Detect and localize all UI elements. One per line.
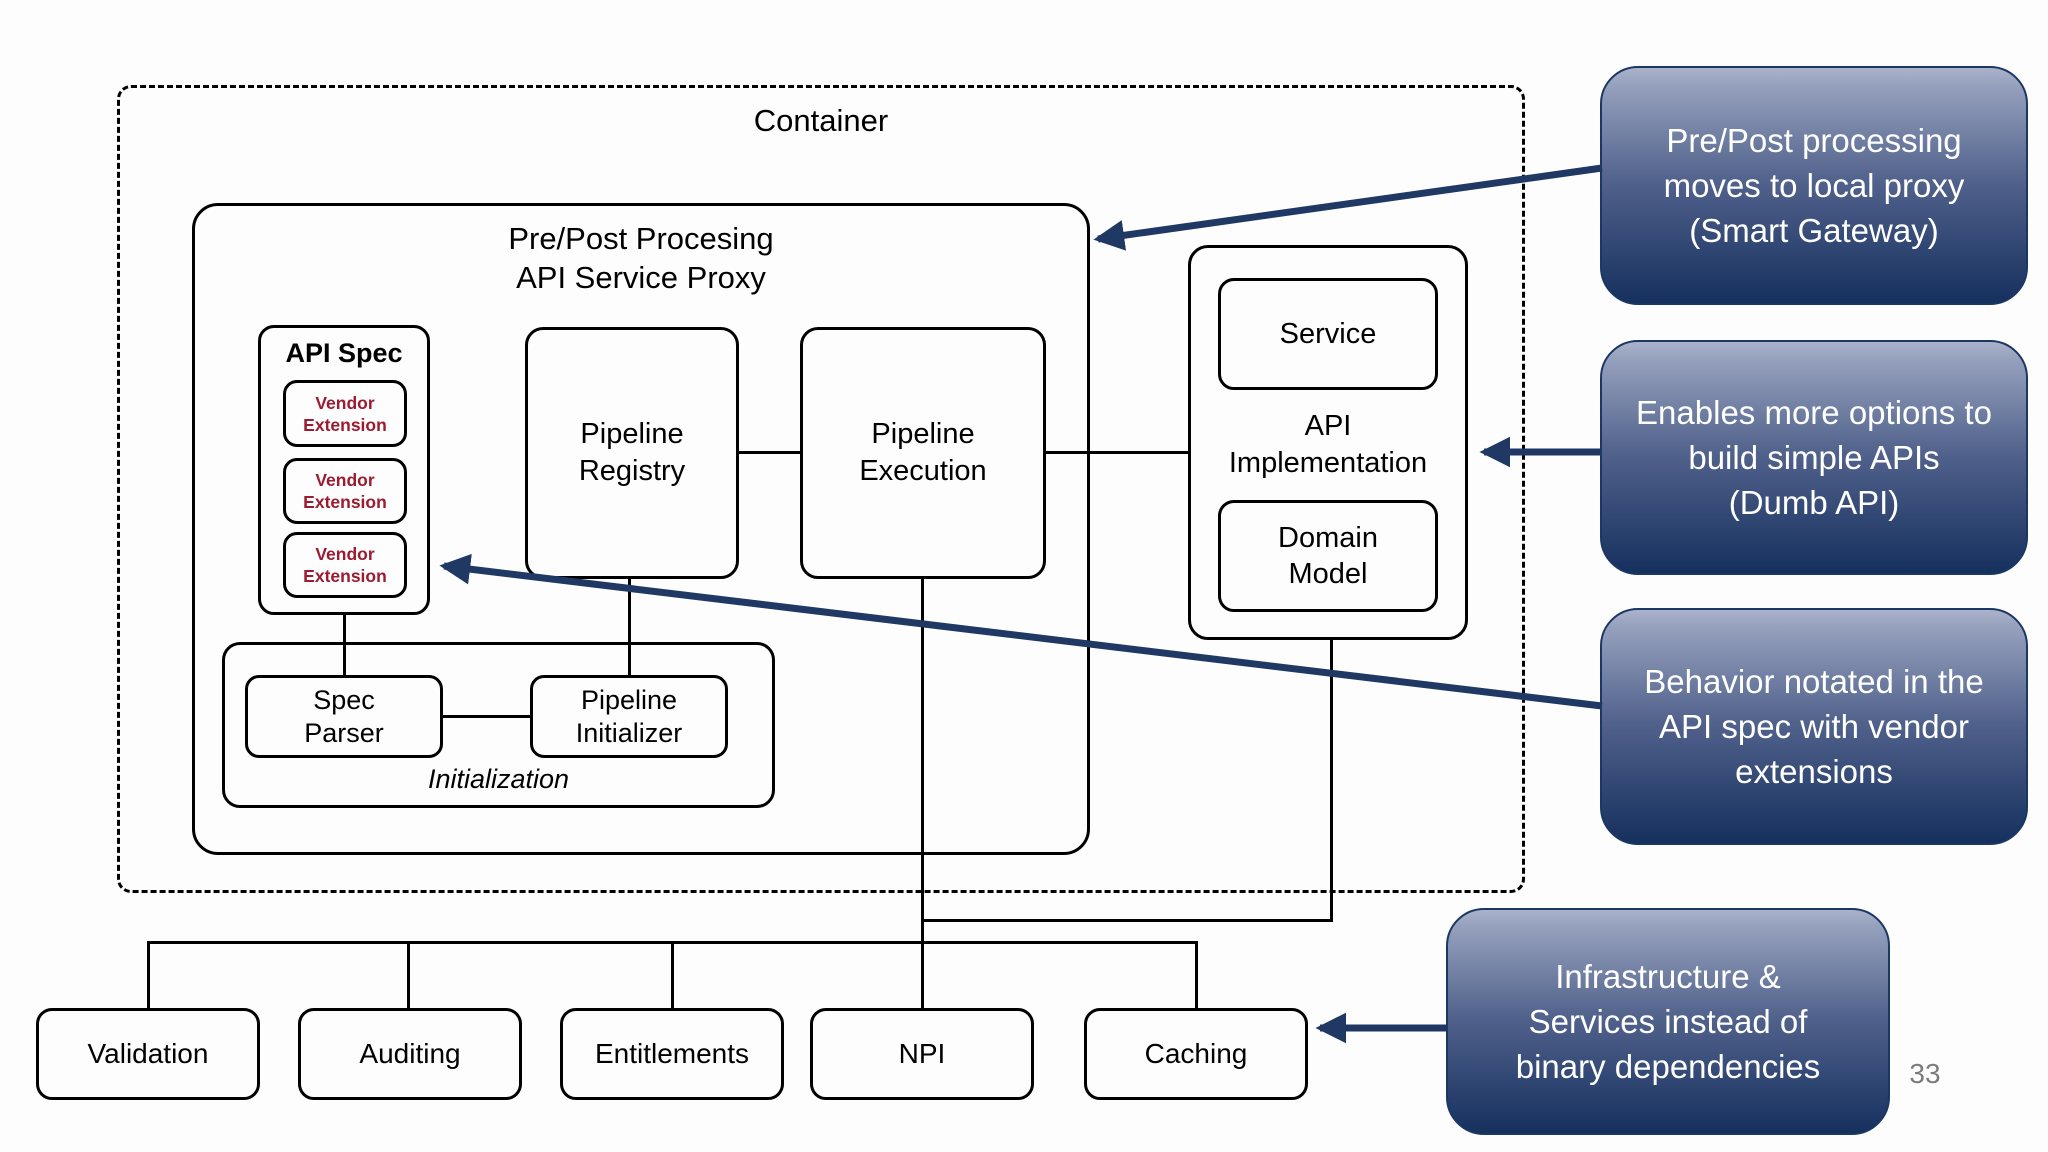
callout-smart-gateway-line1: Pre/Post processing — [1666, 122, 1962, 159]
spec-parser-line1: Spec — [313, 684, 375, 715]
stub-auditing — [407, 941, 410, 1008]
proxy-title-line1: Pre/Post Procesing — [508, 221, 774, 256]
infrastructure-box-caching: Caching — [1084, 1008, 1308, 1100]
infrastructure-box-validation: Validation — [36, 1008, 260, 1100]
container-label: Container — [753, 103, 889, 138]
infrastructure-box-auditing: Auditing — [298, 1008, 522, 1100]
connector-registry-initializer — [628, 579, 631, 675]
infrastructure-box-npi: NPI — [810, 1008, 1034, 1100]
pipeline-registry-line1: Pipeline — [580, 418, 684, 450]
pipeline-initializer-box: Pipeline Initializer — [530, 675, 728, 758]
vendor-extension-1-line1: Vendor — [315, 392, 375, 413]
spec-parser-line2: Parser — [304, 717, 384, 748]
stub-validation — [147, 941, 150, 1008]
callout-infrastructure-services-line3: binary dependencies — [1515, 1048, 1821, 1085]
vendor-extension-box-1: Vendor Extension — [283, 380, 407, 447]
pipeline-execution-box: Pipeline Execution — [800, 327, 1046, 579]
callout-infrastructure-services-line1: Infrastructure & — [1555, 958, 1781, 995]
pipeline-initializer-line2: Initializer — [575, 717, 683, 748]
connector-parser-initializer — [443, 715, 530, 718]
connector-implementation-down — [1330, 640, 1333, 921]
connector-apispec-parser — [343, 615, 346, 675]
callout-dumb-api: Enables more options to build simple API… — [1600, 340, 2028, 575]
domain-model-line1: Domain — [1278, 522, 1378, 554]
api-spec-title: API Spec — [285, 338, 403, 368]
proxy-title-line2: API Service Proxy — [516, 260, 766, 295]
vendor-extension-box-2: Vendor Extension — [283, 458, 407, 524]
initialization-label: Initialization — [427, 764, 570, 794]
infrastructure-box-entitlements: Entitlements — [560, 1008, 784, 1100]
callout-smart-gateway: Pre/Post processing moves to local proxy… — [1600, 66, 2028, 305]
page-number: 33 — [1909, 1058, 1941, 1089]
callout-infrastructure-services-line2: Services instead of — [1528, 1003, 1808, 1040]
callout-vendor-extensions-line1: Behavior notated in the — [1644, 663, 1984, 700]
pipeline-registry-line2: Registry — [578, 455, 686, 487]
domain-model-box: Domain Model — [1218, 500, 1438, 612]
vendor-extension-1-line2: Extension — [303, 414, 387, 435]
api-implementation-title-line1: API — [1304, 410, 1352, 442]
callout-vendor-extensions-line3: extensions — [1735, 753, 1893, 790]
vendor-extension-2-line2: Extension — [303, 492, 387, 512]
stub-caching — [1195, 941, 1198, 1008]
callout-smart-gateway-line3: (Smart Gateway) — [1689, 212, 1939, 249]
callout-smart-gateway-line2: moves to local proxy — [1663, 167, 1965, 204]
vendor-extension-3-line1: Vendor — [315, 544, 375, 564]
api-implementation-title: API Implementation — [1188, 408, 1468, 482]
spec-parser-box: Spec Parser — [245, 675, 443, 758]
vendor-extension-3-line2: Extension — [303, 566, 387, 586]
connector-implementation-horizontal — [921, 919, 1333, 922]
callout-vendor-extensions-line2: API spec with vendor — [1659, 708, 1969, 745]
proxy-title: Pre/Post Procesing API Service Proxy — [192, 219, 1090, 297]
vendor-extension-2-line1: Vendor — [315, 470, 375, 490]
vendor-extension-box-3: Vendor Extension — [283, 532, 407, 598]
container-boundary — [117, 85, 1525, 893]
pipeline-execution-line1: Pipeline — [871, 418, 975, 450]
stub-entitlements — [671, 941, 674, 1008]
callout-dumb-api-line3: (Dumb API) — [1728, 484, 1900, 521]
api-implementation-title-line2: Implementation — [1228, 447, 1428, 479]
connector-execution-npi — [921, 579, 924, 1008]
callout-vendor-extensions: Behavior notated in the API spec with ve… — [1600, 608, 2028, 845]
pipeline-registry-box: Pipeline Registry — [525, 327, 739, 579]
connector-registry-execution — [739, 451, 800, 454]
pipeline-execution-line2: Execution — [859, 455, 987, 487]
callout-dumb-api-line2: build simple APIs — [1688, 439, 1940, 476]
connector-execution-implementation — [1046, 451, 1188, 454]
service-box: Service — [1218, 278, 1438, 390]
pipeline-initializer-line1: Pipeline — [580, 684, 678, 715]
callout-infrastructure-services: Infrastructure & Services instead of bin… — [1446, 908, 1890, 1135]
callout-dumb-api-line1: Enables more options to — [1636, 394, 1992, 431]
domain-model-line2: Model — [1288, 558, 1368, 590]
